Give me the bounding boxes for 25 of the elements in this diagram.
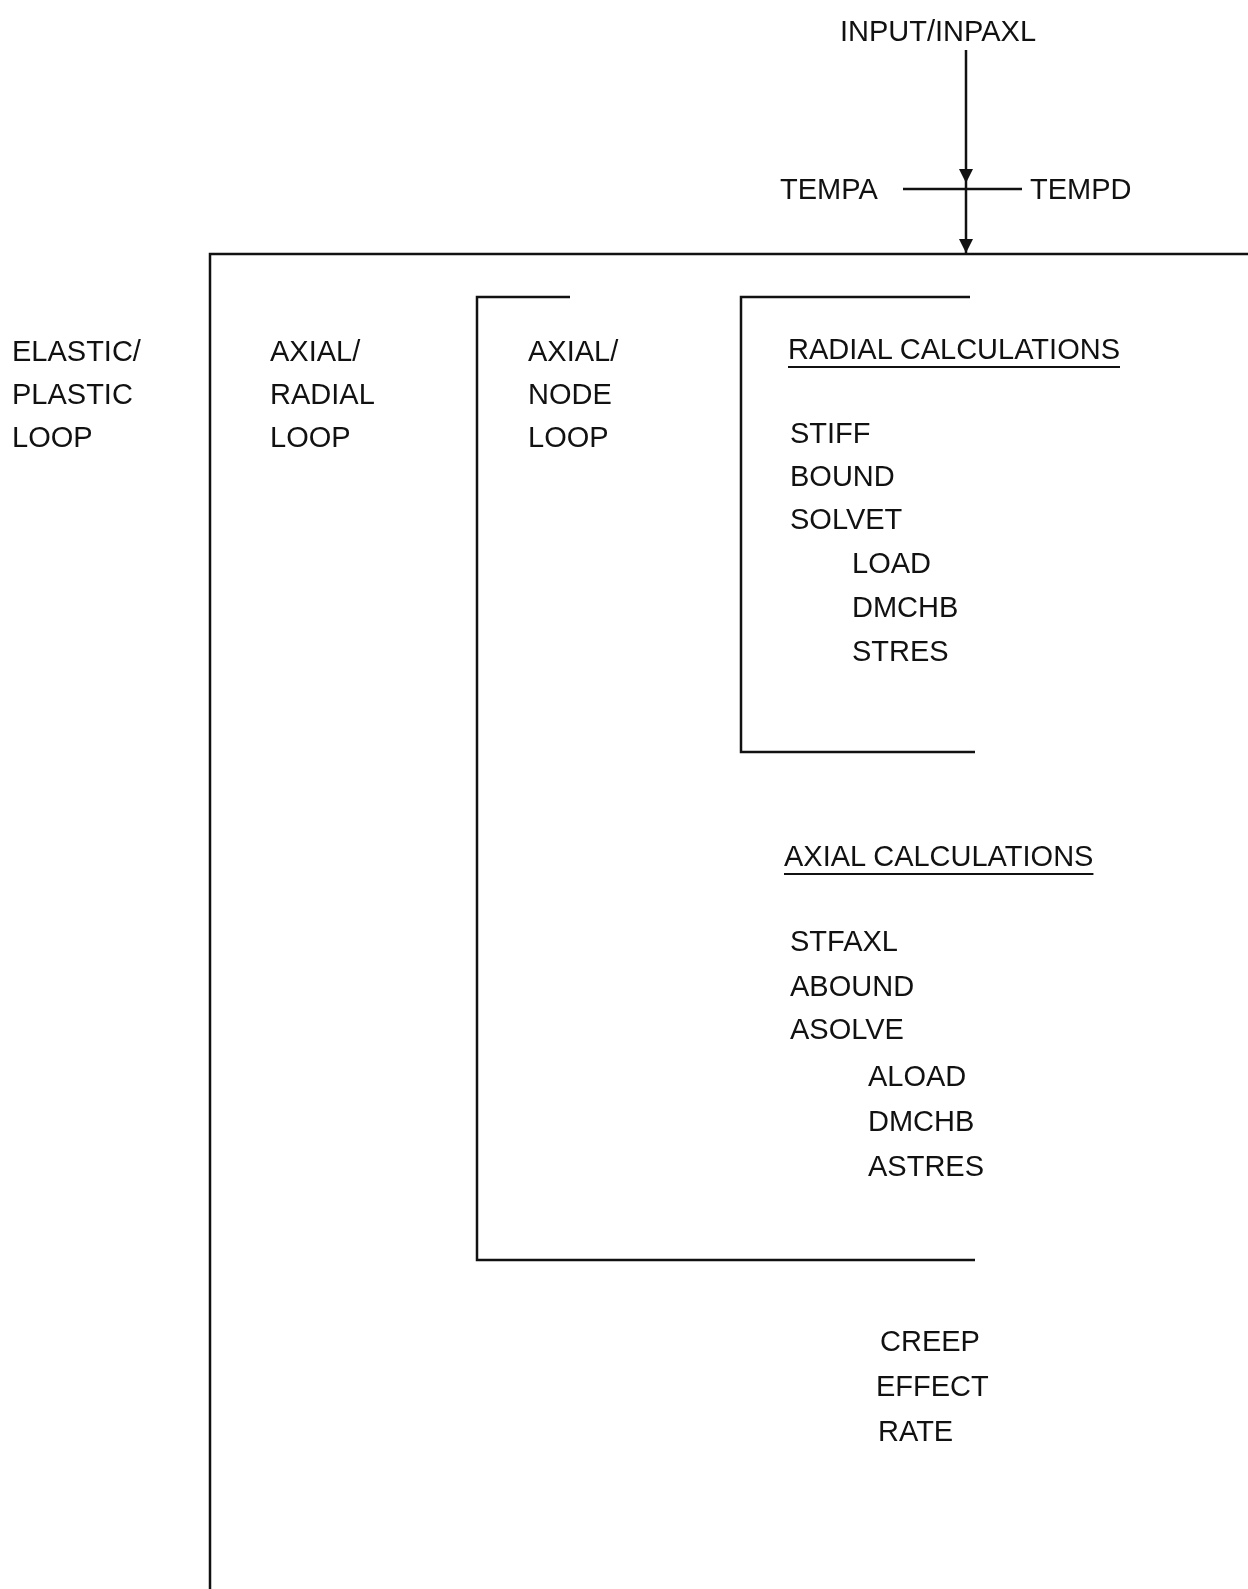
- routine-name: STRES: [852, 634, 949, 669]
- loop-label: AXIAL/ NODE LOOP: [528, 334, 620, 455]
- routine-name: BOUND: [790, 459, 895, 494]
- routine-name: LOAD: [852, 546, 931, 581]
- routine-name: CREEP: [880, 1324, 980, 1359]
- routine-name: ABOUND: [790, 969, 915, 1004]
- section-heading: AXIAL CALCULATIONS: [784, 839, 1094, 874]
- section-heading: RADIAL CALCULATIONS: [788, 332, 1120, 367]
- arrow: [959, 50, 973, 253]
- routine-name: EFFECT: [876, 1369, 989, 1404]
- routine-name: DMCHB: [852, 590, 959, 625]
- routine-name: RATE: [878, 1414, 954, 1449]
- routine-name: ASOLVE: [790, 1012, 904, 1047]
- module-label: TEMPA: [780, 172, 878, 207]
- loop-label: AXIAL/ RADIAL LOOP: [270, 334, 375, 455]
- routine-name: ALOAD: [868, 1059, 967, 1094]
- routine-name: STFAXL: [790, 924, 898, 959]
- connector-line: [903, 187, 1022, 191]
- module-label: TEMPD: [1030, 172, 1132, 207]
- routine-name: SOLVET: [790, 502, 903, 537]
- routine-name: DMCHB: [868, 1104, 975, 1139]
- loop-label: ELASTIC/ PLASTIC LOOP: [12, 334, 142, 455]
- routine-name: ASTRES: [868, 1149, 985, 1184]
- routine-name: STIFF: [790, 416, 871, 451]
- module-label: INPUT/INPAXL: [840, 14, 1037, 49]
